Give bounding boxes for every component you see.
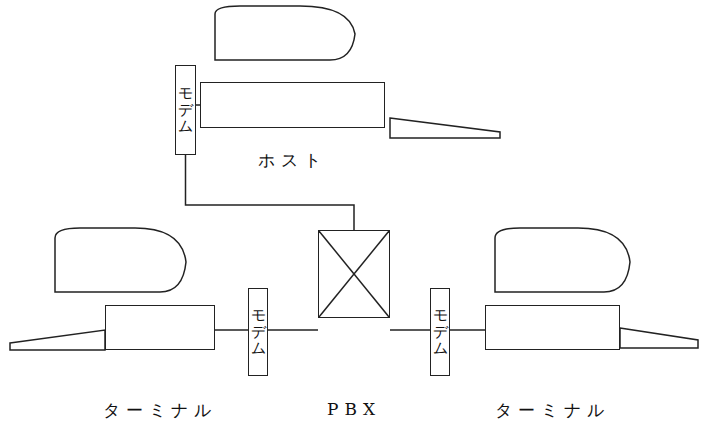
monitor xyxy=(215,6,355,60)
monitor xyxy=(495,228,630,292)
modem-box: モデム xyxy=(175,65,196,155)
pbx-switch: PBX xyxy=(318,230,390,318)
computer-unit: ターミナル xyxy=(485,305,620,350)
modem-label: モデム xyxy=(251,307,266,357)
switch-cross xyxy=(319,231,389,317)
computer-unit: ホスト xyxy=(200,82,385,128)
modem-label: モデム xyxy=(178,85,193,135)
cross-line xyxy=(319,231,389,317)
connector-line xyxy=(268,329,318,331)
modem-label: モデム xyxy=(433,307,448,357)
device-label: ホスト xyxy=(256,149,329,172)
device-label: ターミナル xyxy=(101,399,220,422)
device-label: PBX xyxy=(325,399,383,419)
connector-line xyxy=(450,329,485,331)
keyboard xyxy=(620,328,698,348)
device-label: ターミナル xyxy=(493,399,612,422)
keyboard xyxy=(10,330,105,350)
modem-box: モデム xyxy=(430,288,450,376)
monitor xyxy=(55,228,186,292)
keyboard xyxy=(390,118,500,138)
cross-line xyxy=(319,231,389,317)
modem-box: モデム xyxy=(248,288,268,376)
computer-unit: ターミナル xyxy=(105,305,215,350)
connector-line xyxy=(215,329,248,331)
connector-line xyxy=(390,329,430,331)
